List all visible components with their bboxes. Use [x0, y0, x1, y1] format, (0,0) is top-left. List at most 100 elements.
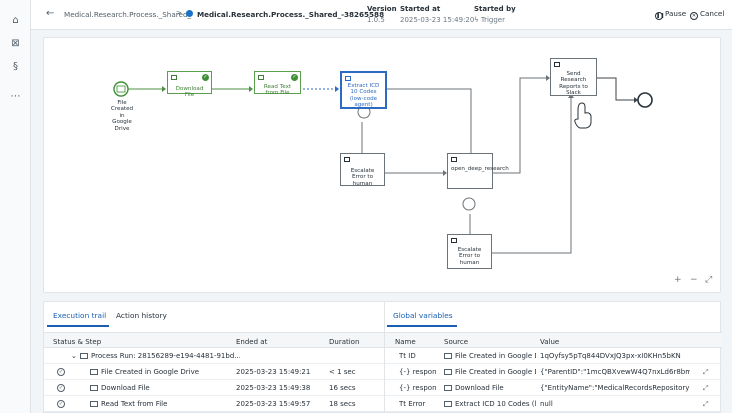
cancel-button[interactable]: ✕Cancel: [690, 9, 724, 20]
success-icon: ✓: [57, 384, 65, 392]
table-row[interactable]: ✓ Download File 2025-03-23 15:49:38 16 s…: [44, 380, 384, 396]
agent-icon: [345, 76, 351, 81]
step-name: File Created in Google Drive: [90, 368, 230, 376]
tab-execution-trail[interactable]: Execution trail: [53, 311, 107, 320]
var-name: {-} respon: [399, 384, 437, 392]
table-row[interactable]: {-} respon Download File {"EntityName":"…: [385, 380, 722, 396]
person-icon: [344, 157, 350, 162]
diagram-connectors: [113, 75, 653, 254]
var-source: Download File: [444, 384, 536, 392]
task-icon: [444, 385, 452, 391]
agent-icon: [444, 401, 452, 407]
node-download-file[interactable]: ✓ Download File: [167, 71, 212, 98]
step-ended: 2025-03-23 15:49:38: [236, 384, 311, 392]
table-row[interactable]: Tt ID File Created in Google D 1qOyfsy5p…: [385, 348, 722, 364]
arrowhead: [335, 86, 339, 92]
process-diagram-canvas[interactable]: File Created in Google Drive ✓ Download …: [43, 37, 721, 293]
edge-extract-research: [386, 88, 472, 153]
panel-divider: [384, 302, 385, 413]
table-row[interactable]: Tt Error Extract ICD 10 Codes (lc null ⤢: [385, 396, 722, 412]
var-name: Tt Error: [399, 400, 426, 408]
cancel-label: Cancel: [700, 9, 725, 18]
table-row[interactable]: {-} respon File Created in Google D {"Pa…: [385, 364, 722, 380]
started-at-value: 2025-03-23 15:49:20: [400, 16, 475, 24]
tab-global-variables[interactable]: Global variables: [393, 311, 453, 320]
trigger-icon: ϟ: [474, 16, 481, 24]
expand-icon[interactable]: ⤢: [703, 368, 709, 376]
cancel-icon: ✕: [690, 12, 698, 20]
details-panel: Execution trail Action history Global va…: [43, 301, 722, 413]
apps-icon[interactable]: ⊠: [11, 38, 20, 49]
edge-research-send: [493, 77, 546, 174]
started-at-meta: Started at 2025-03-23 15:49:20: [400, 5, 474, 24]
var-value: 1qOyfsy5pTq844DVxJQ3px-xI0KHn5bKN: [540, 352, 681, 360]
version-label: Version: [367, 5, 397, 13]
var-name: Tt ID: [399, 352, 416, 360]
zoom-out-button[interactable]: −: [690, 275, 698, 285]
trail-run-row[interactable]: ⌄ Process Run: 28156289-e194-4481-91bd..…: [44, 348, 384, 364]
process-run-icon: [186, 10, 193, 17]
home-icon[interactable]: ⌂: [12, 15, 19, 26]
object-type-icon: {-}: [399, 384, 411, 392]
started-at-label: Started at: [400, 5, 441, 13]
arrowhead: [634, 97, 638, 103]
edge-escalate2-send: [492, 98, 572, 254]
step-duration: 18 secs: [329, 400, 356, 408]
var-source: Extract ICD 10 Codes (lc: [444, 400, 536, 408]
object-type-icon: {-}: [399, 368, 411, 376]
tab-underline: [47, 325, 109, 327]
task-icon: [90, 401, 98, 407]
check-icon: ✓: [291, 74, 298, 81]
check-icon: ✓: [202, 74, 209, 81]
var-source: File Created in Google D: [444, 352, 536, 360]
pause-icon: ❚❚: [655, 12, 665, 20]
trail-header: Status & Step Ended at Duration: [44, 332, 384, 348]
arrowhead: [162, 86, 166, 92]
tab-action-history[interactable]: Action history: [116, 311, 167, 320]
zoom-in-button[interactable]: +: [674, 275, 682, 285]
node-extract-icd[interactable]: Extract ICD 10 Codes (low-code agent): [340, 71, 387, 109]
header: ← Medical.Research.Process._Shared_ > Me…: [31, 0, 732, 30]
more-icon[interactable]: ⋯: [10, 91, 21, 102]
col-ended-at: Ended at: [236, 338, 268, 346]
trigger-step-icon: [444, 369, 452, 375]
globals-header: Name Source Value: [385, 332, 722, 348]
version-value: 1.0.5: [367, 16, 385, 24]
node-escalate-1[interactable]: Escalate Error to human: [340, 153, 385, 187]
breadcrumb-process[interactable]: Medical.Research.Process._Shared_: [64, 10, 192, 19]
col-duration: Duration: [329, 338, 360, 346]
breadcrumb-run: Medical.Research.Process._Shared_-382655…: [197, 10, 385, 19]
mail-icon: [116, 85, 126, 93]
pause-button[interactable]: ❚❚Pause: [655, 9, 686, 20]
table-row[interactable]: ✓ File Created in Google Drive 2025-03-2…: [44, 364, 384, 380]
chevron-down-icon[interactable]: ⌄: [71, 352, 77, 360]
task-icon: [171, 75, 177, 80]
col-value: Value: [540, 338, 560, 346]
step-duration: 16 secs: [329, 384, 356, 392]
step-ended: 2025-03-23 15:49:21: [236, 368, 311, 376]
arrowhead: [568, 94, 574, 98]
text-type-icon: Tt: [399, 400, 407, 408]
processes-icon[interactable]: §: [13, 61, 18, 72]
edge-send-end: [596, 77, 634, 101]
started-by-meta: Started by ϟ Trigger: [474, 5, 516, 24]
expand-icon[interactable]: ⤢: [703, 400, 709, 408]
node-escalate-2[interactable]: Escalate Error to human: [447, 234, 492, 269]
var-source: File Created in Google D: [444, 368, 536, 376]
boundary-event: [462, 197, 476, 211]
step-name: Download File: [90, 384, 230, 392]
version-meta: Version 1.0.5: [367, 5, 397, 24]
fit-view-button[interactable]: ⤢: [705, 275, 713, 285]
node-deep-research[interactable]: open_deep_research: [447, 153, 509, 189]
node-send-slack[interactable]: Send Research Reports to Slack: [550, 58, 597, 96]
arrow-left-icon[interactable]: ←: [46, 8, 55, 19]
step-ended: 2025-03-23 15:49:57: [236, 400, 311, 408]
col-status-step: Status & Step: [53, 338, 102, 346]
arrowhead: [249, 86, 253, 92]
tab-underline: [387, 325, 457, 327]
col-source: Source: [444, 338, 469, 346]
started-by-label: Started by: [474, 5, 516, 13]
table-row[interactable]: ✓ Read Text from File 2025-03-23 15:49:5…: [44, 396, 384, 412]
expand-icon[interactable]: ⤢: [703, 384, 709, 392]
node-read-text[interactable]: ✓ Read Text from File: [254, 71, 301, 96]
